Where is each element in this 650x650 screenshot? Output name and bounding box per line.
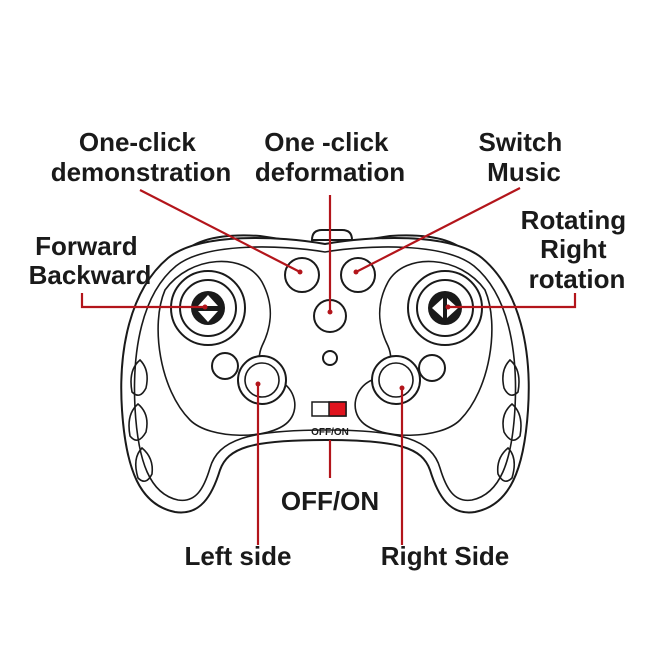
label-rotating-right-rotation: Rotating Right rotation — [521, 205, 634, 294]
off-on-switch-label: OFF/ON — [311, 427, 349, 438]
label-one-click-deformation: One -click deformation — [255, 127, 405, 187]
indicator-light — [322, 350, 338, 366]
left-small-button[interactable] — [211, 352, 239, 380]
label-forward-backward: Forward Backward — [29, 231, 152, 290]
right-small-button[interactable] — [418, 354, 446, 382]
demonstration-button[interactable] — [284, 257, 320, 293]
right-joystick[interactable] — [407, 270, 483, 346]
label-one-click-demonstration: One-click demonstration — [51, 127, 232, 187]
label-right-side: Right Side — [381, 541, 510, 571]
gamepad-body — [120, 229, 530, 514]
up-down-arrows-icon — [198, 295, 218, 322]
label-off-on: OFF/ON — [281, 486, 379, 516]
switch-music-button[interactable] — [340, 257, 376, 293]
label-switch-music: Switch Music — [478, 127, 569, 187]
left-joystick[interactable] — [170, 270, 246, 346]
leader-lines — [80, 187, 577, 545]
power-switch[interactable] — [311, 401, 347, 417]
label-left-side: Left side — [185, 541, 292, 571]
